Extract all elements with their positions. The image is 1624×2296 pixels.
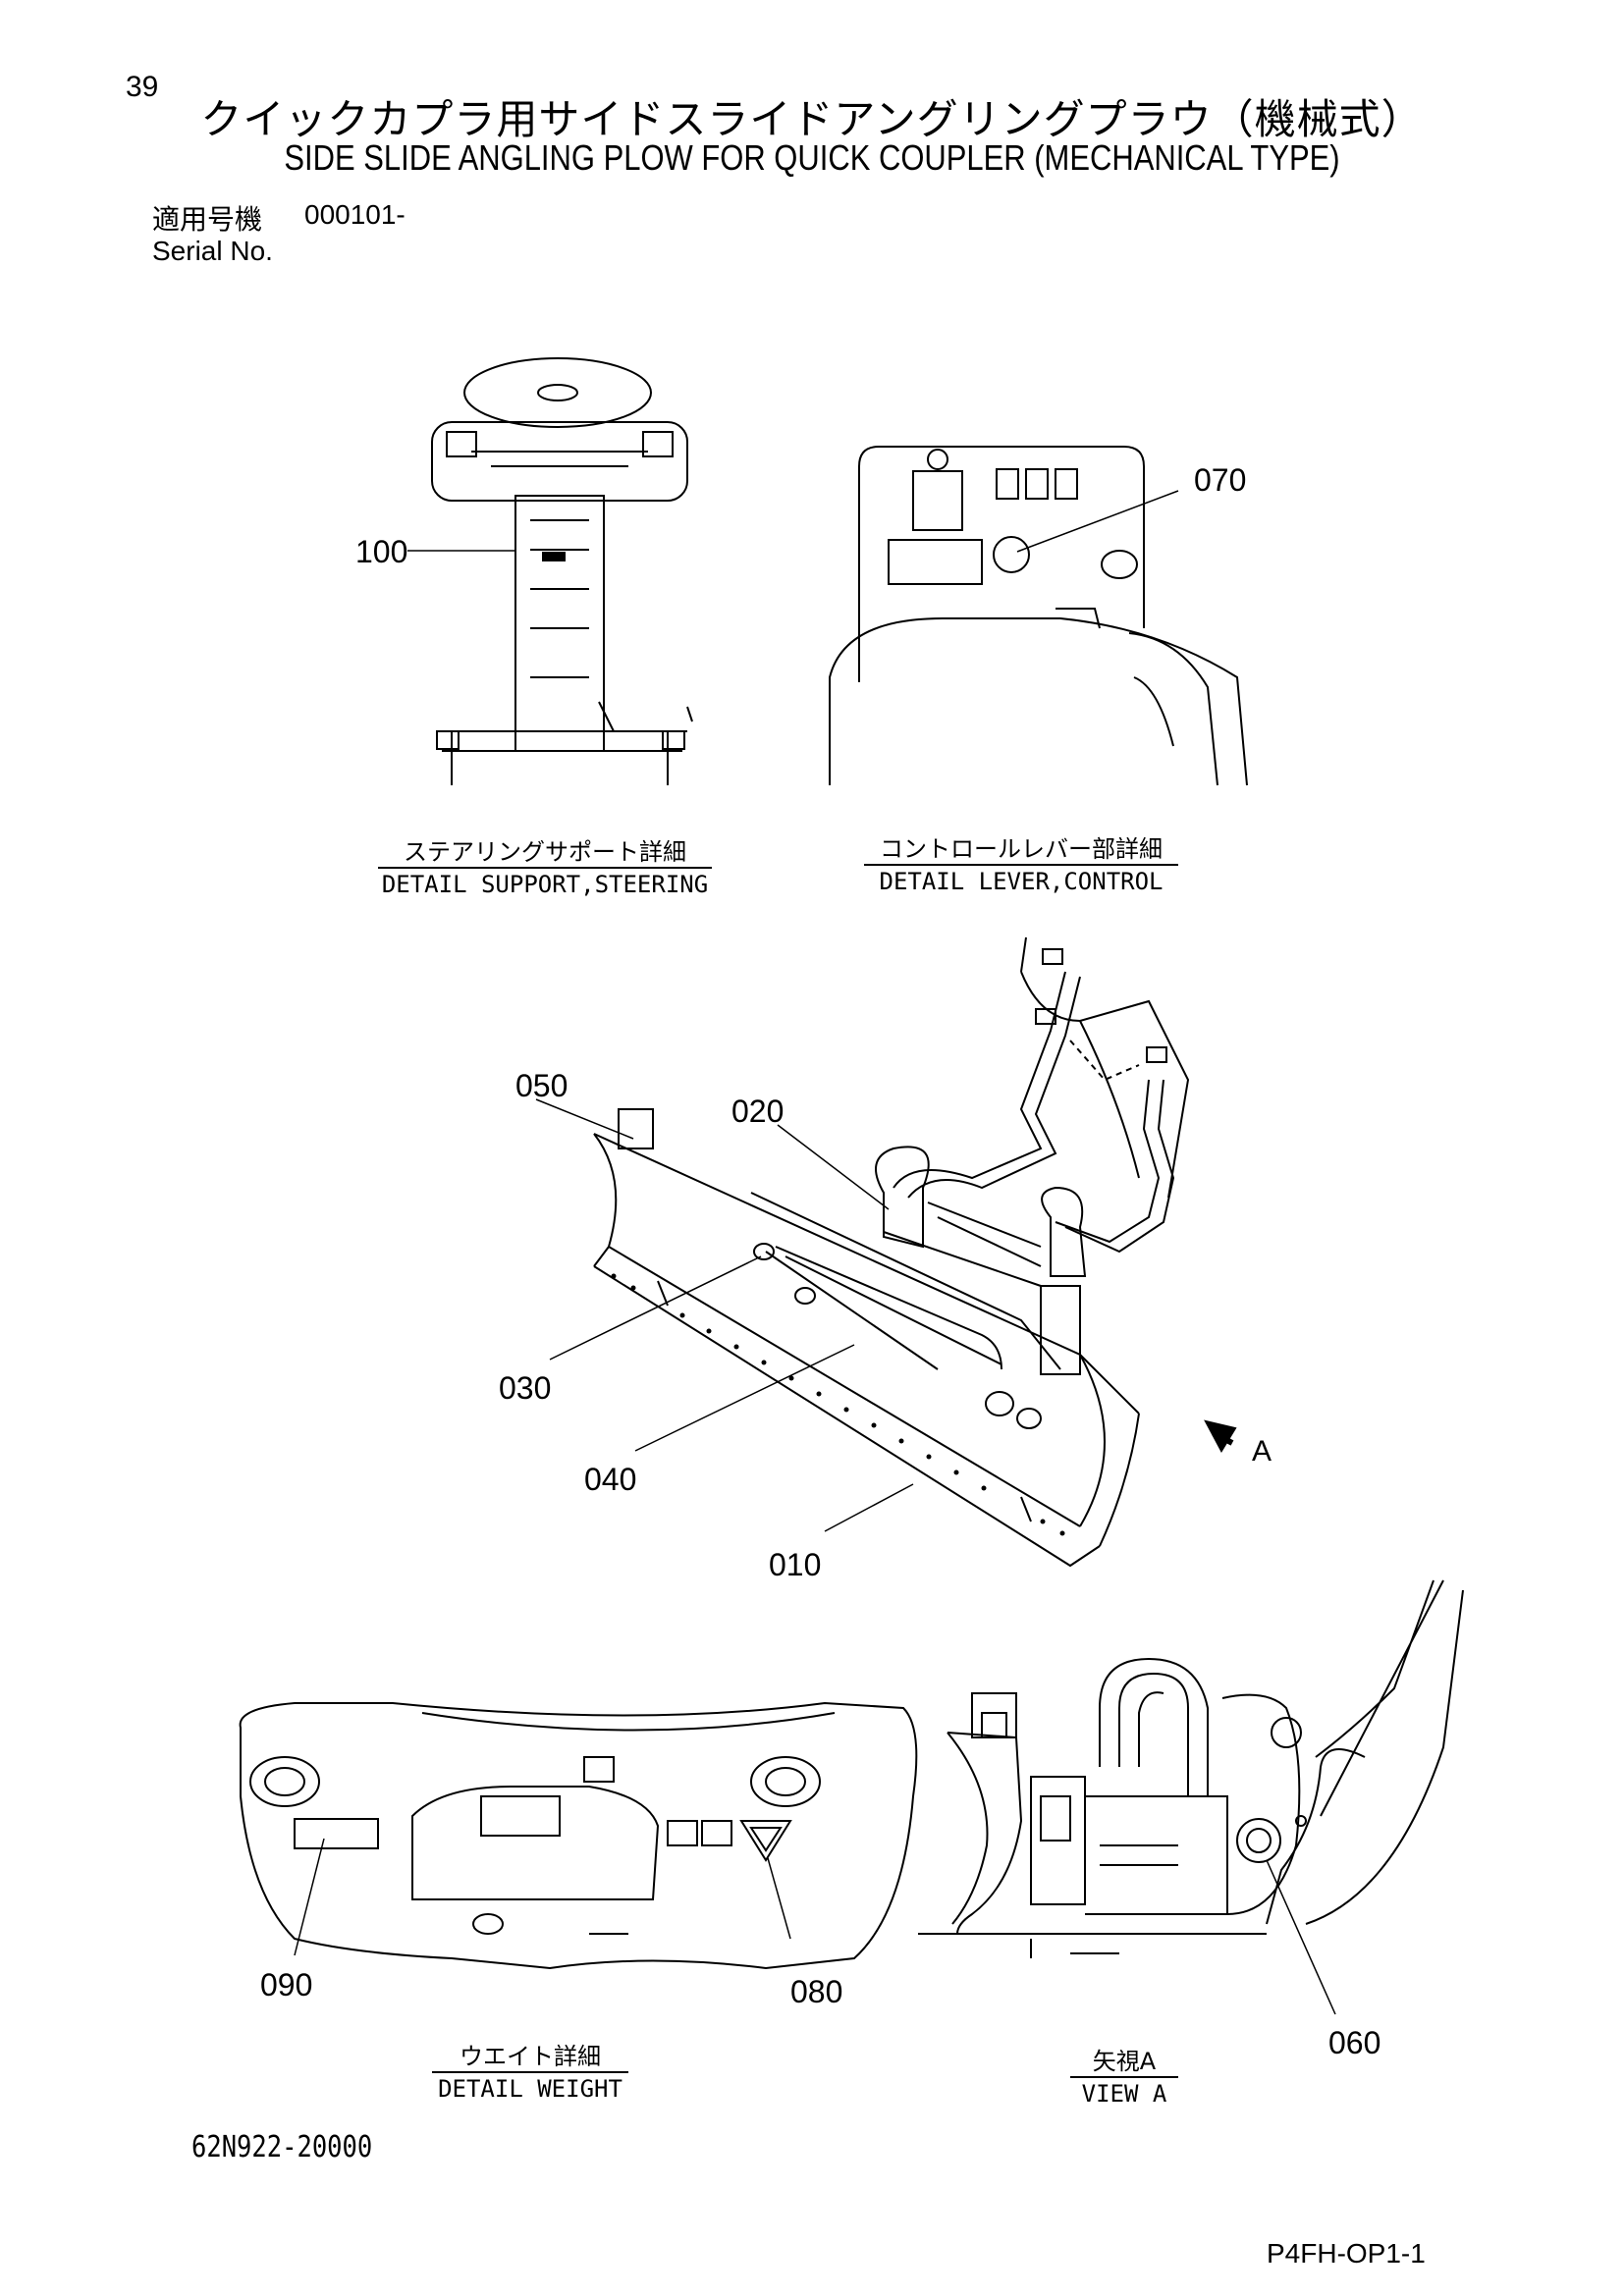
control-lever-drawing (829, 446, 1248, 786)
serial-label-japanese: 適用号機 (152, 203, 263, 236)
callout-020: 020 (731, 1094, 784, 1129)
page-title-japanese: クイックカプラ用サイドスライドアングリングプラウ（機械式） (200, 95, 1424, 143)
view-a-drawing (918, 1579, 1464, 1958)
callout-040: 040 (584, 1462, 636, 1497)
callout-050: 050 (515, 1068, 568, 1103)
caption-control-lever-en: DETAIL LEVER,CONTROL (864, 864, 1178, 895)
caption-control-lever: コントロールレバー部詳細 DETAIL LEVER,CONTROL (864, 829, 1178, 895)
caption-view-a: 矢視A VIEW A (1070, 2042, 1178, 2108)
caption-weight-en: DETAIL WEIGHT (432, 2071, 628, 2103)
callout-070: 070 (1194, 462, 1246, 498)
caption-view-a-en: VIEW A (1070, 2076, 1178, 2108)
document-number: 62N922-20000 (191, 2130, 373, 2164)
callout-010: 010 (769, 1547, 821, 1582)
caption-weight-jp: ウエイト詳細 (460, 2043, 601, 2070)
callout-060: 060 (1328, 2025, 1380, 2060)
steering-support-drawing (431, 357, 693, 785)
page-number: 39 (126, 71, 159, 103)
page-title-english: SIDE SLIDE ANGLING PLOW FOR QUICK COUPLE… (284, 137, 1340, 178)
caption-weight: ウエイト詳細 DETAIL WEIGHT (432, 2037, 628, 2103)
caption-steering-support-en: DETAIL SUPPORT,STEERING (378, 867, 712, 898)
caption-control-lever-jp: コントロールレバー部詳細 (880, 835, 1163, 863)
callout-100: 100 (355, 534, 407, 569)
callout-030: 030 (499, 1370, 551, 1406)
serial-label-english: Serial No. (152, 236, 273, 266)
caption-view-a-jp: 矢視A (1092, 2048, 1157, 2075)
caption-steering-support-jp: ステアリングサポート詳細 (404, 838, 686, 866)
counterweight-drawing (239, 1701, 918, 1970)
view-arrow-label: A (1252, 1435, 1272, 1468)
caption-steering-support: ステアリングサポート詳細 DETAIL SUPPORT,STEERING (378, 832, 712, 898)
page-code: P4FH-OP1-1 (1267, 2238, 1426, 2269)
callout-090: 090 (260, 1967, 312, 2002)
serial-number-value: 000101- (304, 199, 406, 230)
plow-assembly-drawing (593, 936, 1190, 1568)
callout-080: 080 (790, 1974, 842, 2009)
